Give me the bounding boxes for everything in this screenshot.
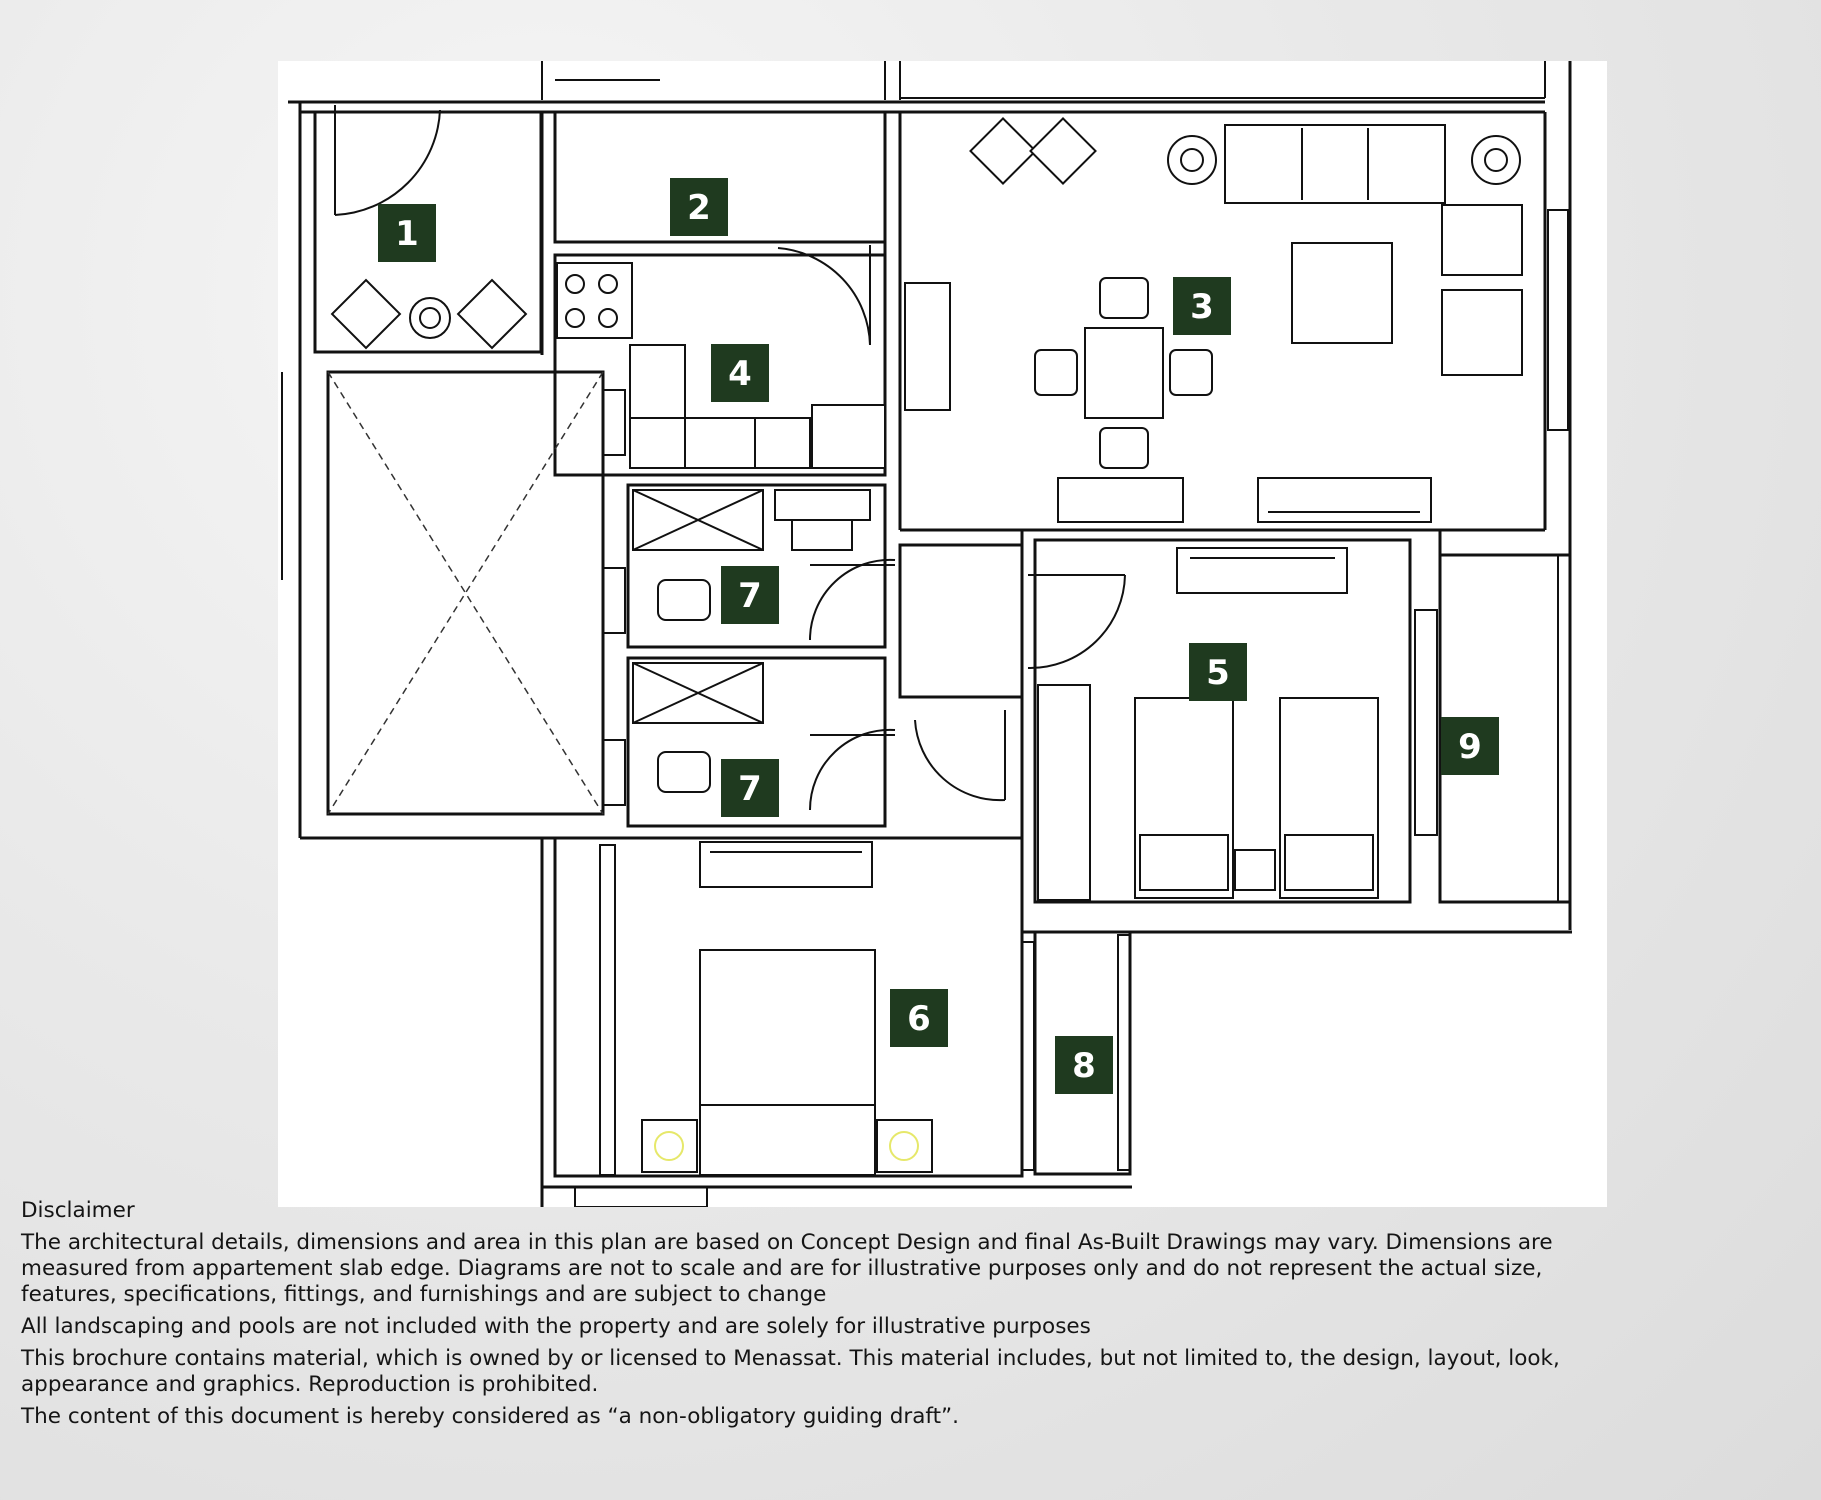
room-badge-1: 1 xyxy=(378,204,436,262)
room-label-9: 9 xyxy=(1458,727,1482,767)
room-label-7a: 7 xyxy=(738,576,762,616)
room-label-2: 2 xyxy=(687,188,711,228)
disclaimer-paragraph: This brochure contains material, which i… xyxy=(21,1346,1560,1397)
room-label-3: 3 xyxy=(1190,287,1214,327)
disclaimer: Disclaimer The architectural details, di… xyxy=(21,1198,1621,1436)
doors xyxy=(334,105,1126,811)
room-label-6: 6 xyxy=(907,999,931,1039)
walls xyxy=(281,61,1572,1207)
room-label-4: 4 xyxy=(728,354,752,394)
floor-plan: 1 2 3 4 5 6 7 7 8 9 xyxy=(278,61,1607,1207)
room-label-5: 5 xyxy=(1206,653,1230,693)
room-label-7b: 7 xyxy=(738,769,762,809)
room-label-1: 1 xyxy=(395,214,419,254)
furniture xyxy=(330,117,1523,1176)
room-badge-4: 4 xyxy=(711,344,769,402)
room-badge-7a: 7 xyxy=(721,566,779,624)
disclaimer-title: Disclaimer xyxy=(21,1198,135,1223)
disclaimer-paragraph: The content of this document is hereby c… xyxy=(21,1404,960,1429)
room-badge-3: 3 xyxy=(1173,277,1231,335)
room-badge-9: 9 xyxy=(1441,717,1499,775)
disclaimer-paragraph: The architectural details, dimensions an… xyxy=(21,1230,1553,1307)
room-badge-2: 2 xyxy=(670,178,728,236)
room-badge-6: 6 xyxy=(890,989,948,1047)
disclaimer-paragraph: All landscaping and pools are not includ… xyxy=(21,1314,1091,1339)
room-label-8: 8 xyxy=(1072,1046,1096,1086)
room-badge-7b: 7 xyxy=(721,759,779,817)
room-badge-8: 8 xyxy=(1055,1036,1113,1094)
room-badge-5: 5 xyxy=(1189,643,1247,701)
